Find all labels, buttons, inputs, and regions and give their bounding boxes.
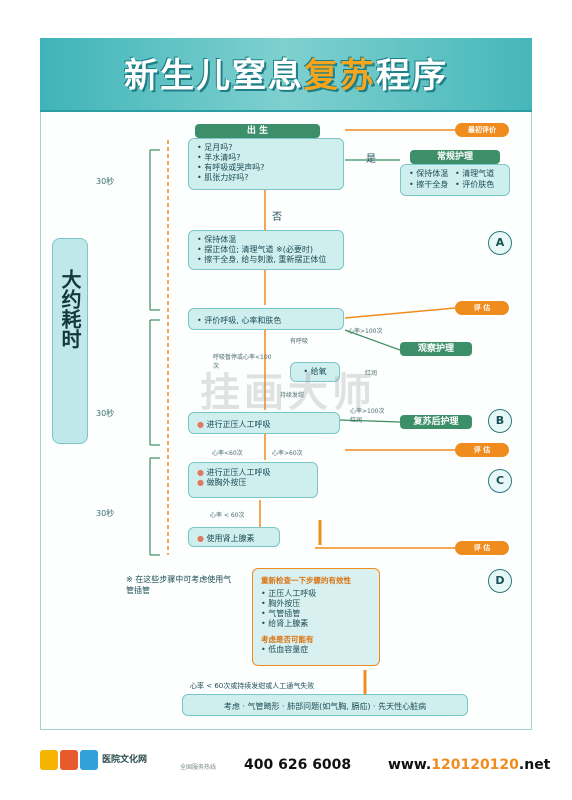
step-c-item: ● 做胸外按压: [197, 478, 247, 487]
circle-a: A: [488, 231, 512, 255]
routine-item: • 擦干全身: [409, 180, 449, 189]
label-apnea: 呼吸暂停或心率<100次: [213, 354, 272, 370]
watermark: 挂画大师: [200, 370, 376, 416]
check-item: • 气管插管: [261, 609, 301, 618]
routine-header: 常规护理: [410, 150, 500, 164]
step-c-item: ● 进行正压人工呼吸: [197, 468, 271, 477]
footer-phone: 400 626 6008: [244, 757, 352, 773]
birth-q2: • 羊水清吗?: [197, 153, 241, 162]
label-continued: 持续发绀: [280, 392, 305, 399]
time-label-text: 大约耗时: [58, 269, 82, 349]
eval-pill-1: 评 估: [455, 301, 509, 315]
check-sub-item: • 低血容量症: [261, 645, 309, 654]
post-care-box: 复苏后护理: [400, 415, 472, 429]
observe-box: 观察护理: [400, 342, 472, 356]
birth-header: 出 生: [195, 124, 320, 138]
routine-box: • 保持体温 • 清理气道 • 擦干全身 • 评价肤色: [400, 164, 510, 196]
bottom-label: 心率 < 60次或持续发绀或人工通气失败: [190, 682, 315, 690]
birth-box: • 足月吗? • 羊水清吗? • 有呼吸或哭声吗? • 肌张力好吗?: [188, 138, 344, 190]
time-label-2: 30秒: [96, 409, 115, 418]
no-label: 否: [272, 212, 282, 223]
check-item: • 正压人工呼吸: [261, 589, 317, 598]
title-banner: 新生儿窒息复苏程序: [40, 38, 532, 112]
step-a-box: • 保持体温 • 摆正体位; 清理气道 ※(必要时) • 擦干全身, 给与刺激,…: [188, 230, 344, 270]
step-a-item: • 擦干全身, 给与刺激, 重新摆正体位: [197, 255, 327, 264]
time-label-3: 30秒: [96, 509, 115, 518]
circle-c: C: [488, 469, 512, 493]
initial-eval-pill: 最初评价: [455, 123, 509, 137]
label-hr-lt60: 心率<60次: [212, 450, 243, 457]
label-hr-lt60-b: 心率 < 60次: [210, 512, 245, 519]
check-item: • 胸外按压: [261, 599, 301, 608]
bottom-box: 考虑 · 气管畸形 · 肺部问题(如气胸, 膈疝) · 先天性心脏病: [182, 694, 468, 716]
routine-item: • 评价肤色: [455, 180, 495, 189]
label-pink: 红润: [365, 370, 378, 377]
check-box: 重新检查一下步骤的有效性 • 正压人工呼吸 • 胸外按压 • 气管插管 • 给肾…: [252, 568, 380, 666]
epi-box: ● 使用肾上腺素: [188, 527, 280, 547]
footer-logo: [40, 750, 100, 772]
line-eval: [344, 307, 456, 319]
step-a-item: • 摆正体位; 清理气道 ※(必要时): [197, 245, 313, 254]
birth-q4: • 肌张力好吗?: [197, 173, 249, 182]
birth-q3: • 有呼吸或哭声吗?: [197, 163, 265, 172]
eval-pill-2: 评 估: [455, 443, 509, 457]
routine-item: • 保持体温: [409, 169, 449, 178]
routine-item: • 清理气道: [455, 169, 495, 178]
label-hr-over: 心率>100次: [348, 328, 383, 335]
label-hr-gt60: 心率>60次: [272, 450, 303, 457]
ppv-box: ● 进行正压人工呼吸: [188, 412, 340, 434]
eval-box: • 评价呼吸, 心率和肤色: [188, 308, 344, 330]
check-sub: 考虑是否可能有: [261, 635, 314, 644]
yes-label: 是: [366, 154, 376, 165]
page-title: 新生儿窒息复苏程序: [124, 56, 448, 96]
phone-label: 全国服务热线: [180, 764, 217, 771]
cyan-box: • 给氧: [290, 362, 340, 382]
time-label-box: 大约耗时: [52, 238, 88, 444]
footer-brand: 医院文化网: [102, 755, 148, 765]
step-a-item: • 保持体温: [197, 235, 237, 244]
label-hr-gt100: 心率>100次 红润: [350, 408, 385, 424]
step-c-box: ● 进行正压人工呼吸 ● 做胸外按压: [188, 462, 318, 498]
line-observe: [344, 329, 401, 351]
time-label-1: 30秒: [96, 177, 115, 186]
intubation-note: ※ 在这些步骤中可考虑使用气管插管: [126, 575, 232, 595]
circle-d: D: [488, 569, 512, 593]
label-breathing: 有呼吸: [290, 338, 309, 345]
footer-url: www.120120120.net: [388, 757, 551, 773]
check-header: 重新检查一下步骤的有效性: [261, 576, 351, 585]
line-postcare: [339, 419, 401, 423]
eval-pill-3: 评 估: [455, 541, 509, 555]
birth-q1: • 足月吗?: [197, 143, 233, 152]
circle-b: B: [488, 409, 512, 433]
check-item: • 给肾上腺素: [261, 619, 309, 628]
